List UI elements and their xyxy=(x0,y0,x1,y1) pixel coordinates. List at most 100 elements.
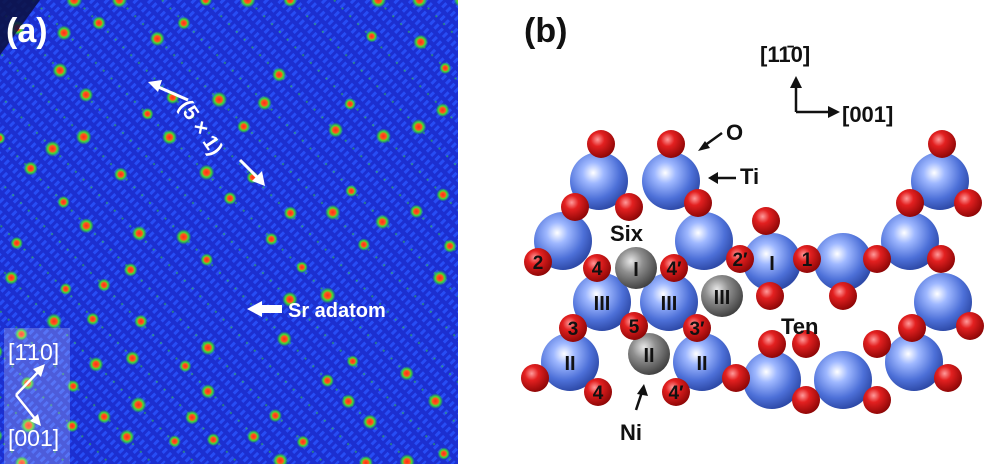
stm-spot xyxy=(370,0,387,8)
stm-spot xyxy=(92,16,106,30)
o-atom xyxy=(684,189,712,217)
stm-row xyxy=(0,20,442,464)
panel-a-stm-image: (5 × 1) Sr adatom [1̄10] [001] (a) xyxy=(0,0,458,464)
six-site-label: Six xyxy=(610,221,644,246)
stm-row xyxy=(364,0,458,96)
stm-row xyxy=(248,0,458,212)
stm-spot xyxy=(320,374,334,388)
stm-spot xyxy=(357,238,370,251)
stm-row xyxy=(262,0,458,198)
stm-row xyxy=(0,325,137,464)
o-atom xyxy=(615,193,643,221)
ti-atom xyxy=(814,233,872,291)
stm-spot xyxy=(276,331,292,347)
stm-corner-shadow xyxy=(0,0,40,55)
o-atom xyxy=(561,193,589,221)
stm-spot xyxy=(200,384,216,399)
stm-spot xyxy=(199,0,213,7)
species-annotations: O Ti Six Ten Ni xyxy=(610,120,818,445)
stm-spot xyxy=(113,167,128,182)
stm-spot xyxy=(0,345,3,358)
stm-row xyxy=(45,0,458,415)
o-atom xyxy=(657,130,685,158)
ti-atom xyxy=(573,273,631,331)
stm-row xyxy=(0,194,268,464)
stm-spot xyxy=(264,232,278,246)
stm-spot xyxy=(399,454,415,464)
nickel-label: Ni xyxy=(620,420,642,445)
ti-atom xyxy=(743,233,801,291)
o-atom xyxy=(662,378,690,406)
stm-spot xyxy=(325,204,341,220)
stm-row xyxy=(0,238,224,464)
stm-row xyxy=(0,64,398,464)
ti-label: III xyxy=(594,293,611,315)
stm-row xyxy=(0,165,297,464)
stm-row xyxy=(175,0,458,285)
ti-atom xyxy=(911,152,969,210)
ti-atom xyxy=(881,212,939,270)
o-atom xyxy=(726,245,754,273)
stm-spot xyxy=(206,433,220,447)
stm-spot xyxy=(239,0,256,8)
stm-row xyxy=(0,136,326,464)
stm-spot xyxy=(200,253,214,267)
stm-spot xyxy=(432,270,448,286)
ti-atoms xyxy=(534,152,972,409)
ni-site-labels: I III II xyxy=(633,259,730,367)
stm-spot xyxy=(365,30,378,43)
stm-spot xyxy=(268,409,282,423)
panel-a-label: (a) xyxy=(6,12,48,50)
o-atom xyxy=(956,312,984,340)
stm-spot xyxy=(175,229,192,245)
stm-spot xyxy=(14,456,29,464)
stm-spot xyxy=(345,184,358,198)
stm-row xyxy=(161,0,458,299)
stm-row xyxy=(16,0,458,444)
stm-spot xyxy=(0,132,6,145)
axis-right-label: [001] xyxy=(842,102,893,127)
ni-atom xyxy=(701,275,743,317)
stm-row xyxy=(277,0,458,183)
o-atom xyxy=(524,248,552,276)
axis-top-label: [1̄10] xyxy=(8,339,59,365)
stm-row xyxy=(0,35,427,464)
stm-spot xyxy=(0,430,3,442)
stm-row xyxy=(0,49,413,464)
o-label: 3′ xyxy=(689,319,705,340)
stm-spot xyxy=(257,95,272,111)
stm-row xyxy=(0,223,239,464)
ti-label: I xyxy=(769,253,775,275)
stm-spot xyxy=(198,164,215,181)
o-atom xyxy=(954,189,982,217)
stm-spot xyxy=(67,380,80,393)
o-atom xyxy=(863,245,891,273)
stm-spot xyxy=(14,327,28,341)
stm-spot xyxy=(272,67,287,82)
stm-spot xyxy=(435,103,450,118)
stm-spot xyxy=(185,410,200,425)
sr-adatom-label: Sr adatom xyxy=(288,300,386,322)
stm-spot xyxy=(4,270,19,285)
ti-atom xyxy=(570,152,628,210)
o-atom xyxy=(521,364,549,392)
o-atom xyxy=(792,386,820,414)
stm-spot xyxy=(78,87,94,103)
model-axes: [11̄0] [001] xyxy=(760,42,893,127)
o-atom xyxy=(583,254,611,282)
stm-spot xyxy=(341,394,356,409)
stm-spot xyxy=(78,218,94,234)
stm-spot xyxy=(362,414,378,430)
stm-spot xyxy=(52,62,68,78)
stm-spot xyxy=(57,195,70,209)
stm-spot xyxy=(123,262,138,277)
stm-spot xyxy=(436,188,450,202)
o-atom xyxy=(584,378,612,406)
stm-row xyxy=(0,180,282,464)
stm-row xyxy=(0,281,181,464)
stm-row xyxy=(88,0,458,372)
stm-image: (5 × 1) Sr adatom [1̄10] [001] xyxy=(0,0,458,464)
stm-row xyxy=(0,339,123,464)
o-label: 2′ xyxy=(732,250,748,271)
stm-spot xyxy=(375,214,390,230)
